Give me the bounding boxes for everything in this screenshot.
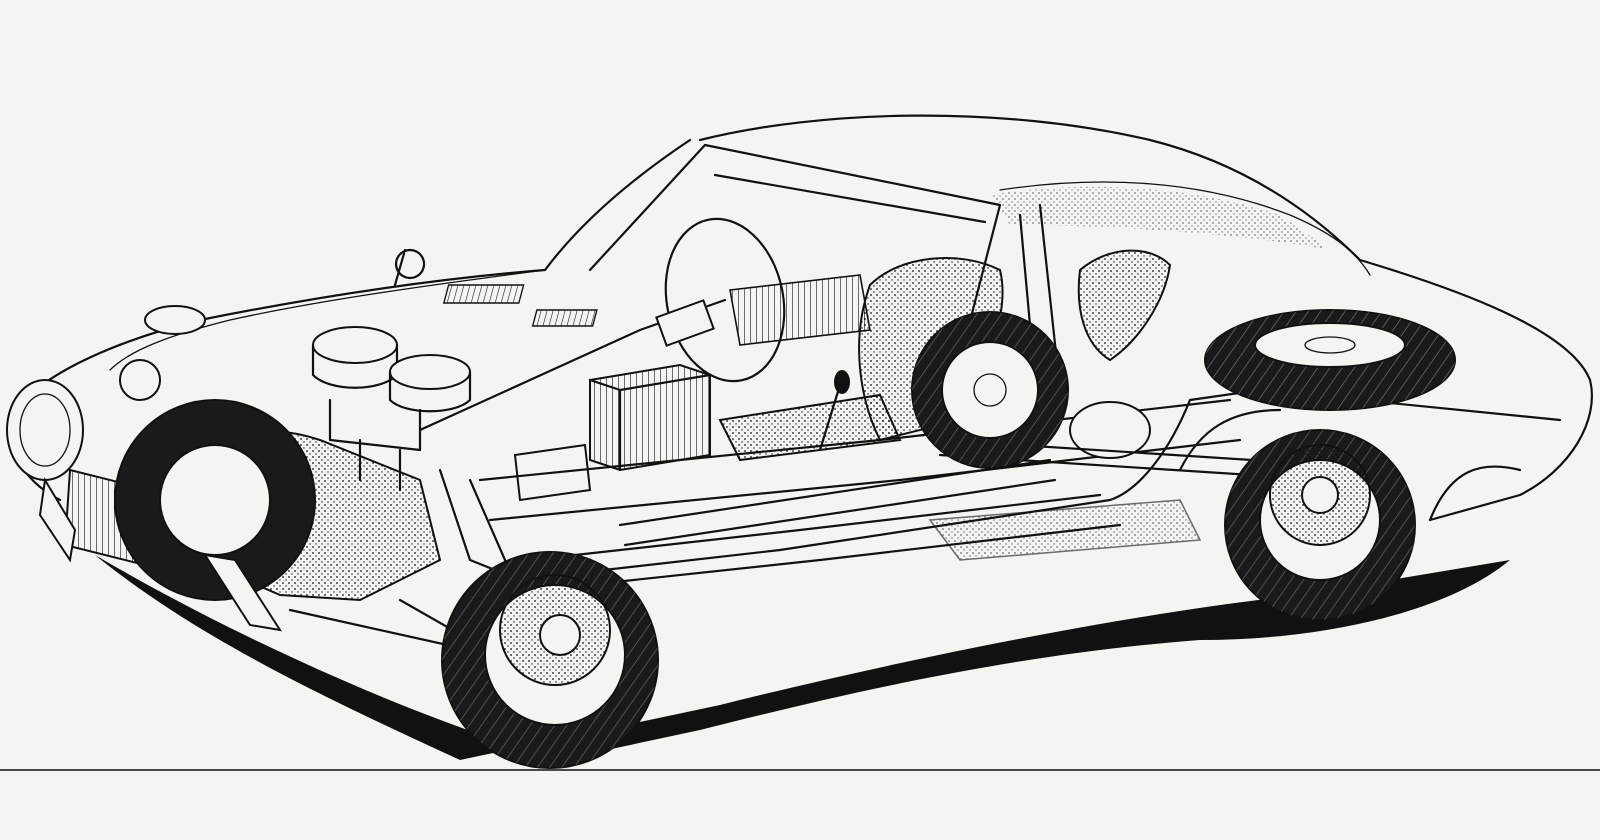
sidelamp xyxy=(144,305,206,335)
front-bumper-lower xyxy=(202,553,283,632)
front-suspension xyxy=(288,468,522,652)
front-bumper xyxy=(38,477,77,563)
wing-mirror xyxy=(393,248,426,287)
air-filter-2 xyxy=(389,354,471,390)
column-housing xyxy=(655,299,715,347)
roof-line xyxy=(999,181,1371,276)
headlamp xyxy=(6,379,84,481)
floor-pan xyxy=(928,499,1202,561)
rear-left-hub xyxy=(973,373,1007,407)
propshaft xyxy=(618,458,1057,547)
rear-window-stipple xyxy=(990,186,1330,250)
rear-quarter xyxy=(1178,408,1522,522)
gear-lever xyxy=(818,383,842,452)
bonnet-vent xyxy=(442,284,525,304)
body-outline-rear xyxy=(698,114,1593,522)
battery xyxy=(589,363,711,472)
bonnet-line xyxy=(109,269,546,371)
dashboard-speaker xyxy=(729,274,871,346)
front-hub xyxy=(539,614,581,656)
horn xyxy=(119,359,161,401)
air-filter-1 xyxy=(312,326,398,364)
chassis-rail xyxy=(478,398,1242,592)
gear-knob xyxy=(834,370,850,394)
cowl-vent xyxy=(531,309,598,327)
differential xyxy=(1069,401,1151,459)
exhaust-pipe xyxy=(558,388,1562,577)
spare-hub xyxy=(1304,336,1356,354)
battery-top xyxy=(588,373,712,472)
rear-left-rim xyxy=(941,341,1039,439)
front-left-rim xyxy=(159,444,271,556)
rear-hub xyxy=(1301,476,1339,514)
air-filter-2-body xyxy=(388,370,472,413)
headlamp-lens xyxy=(19,393,71,467)
passenger-seat xyxy=(1077,249,1172,362)
spare-rim xyxy=(1254,322,1406,368)
seat-cushion xyxy=(718,393,902,462)
